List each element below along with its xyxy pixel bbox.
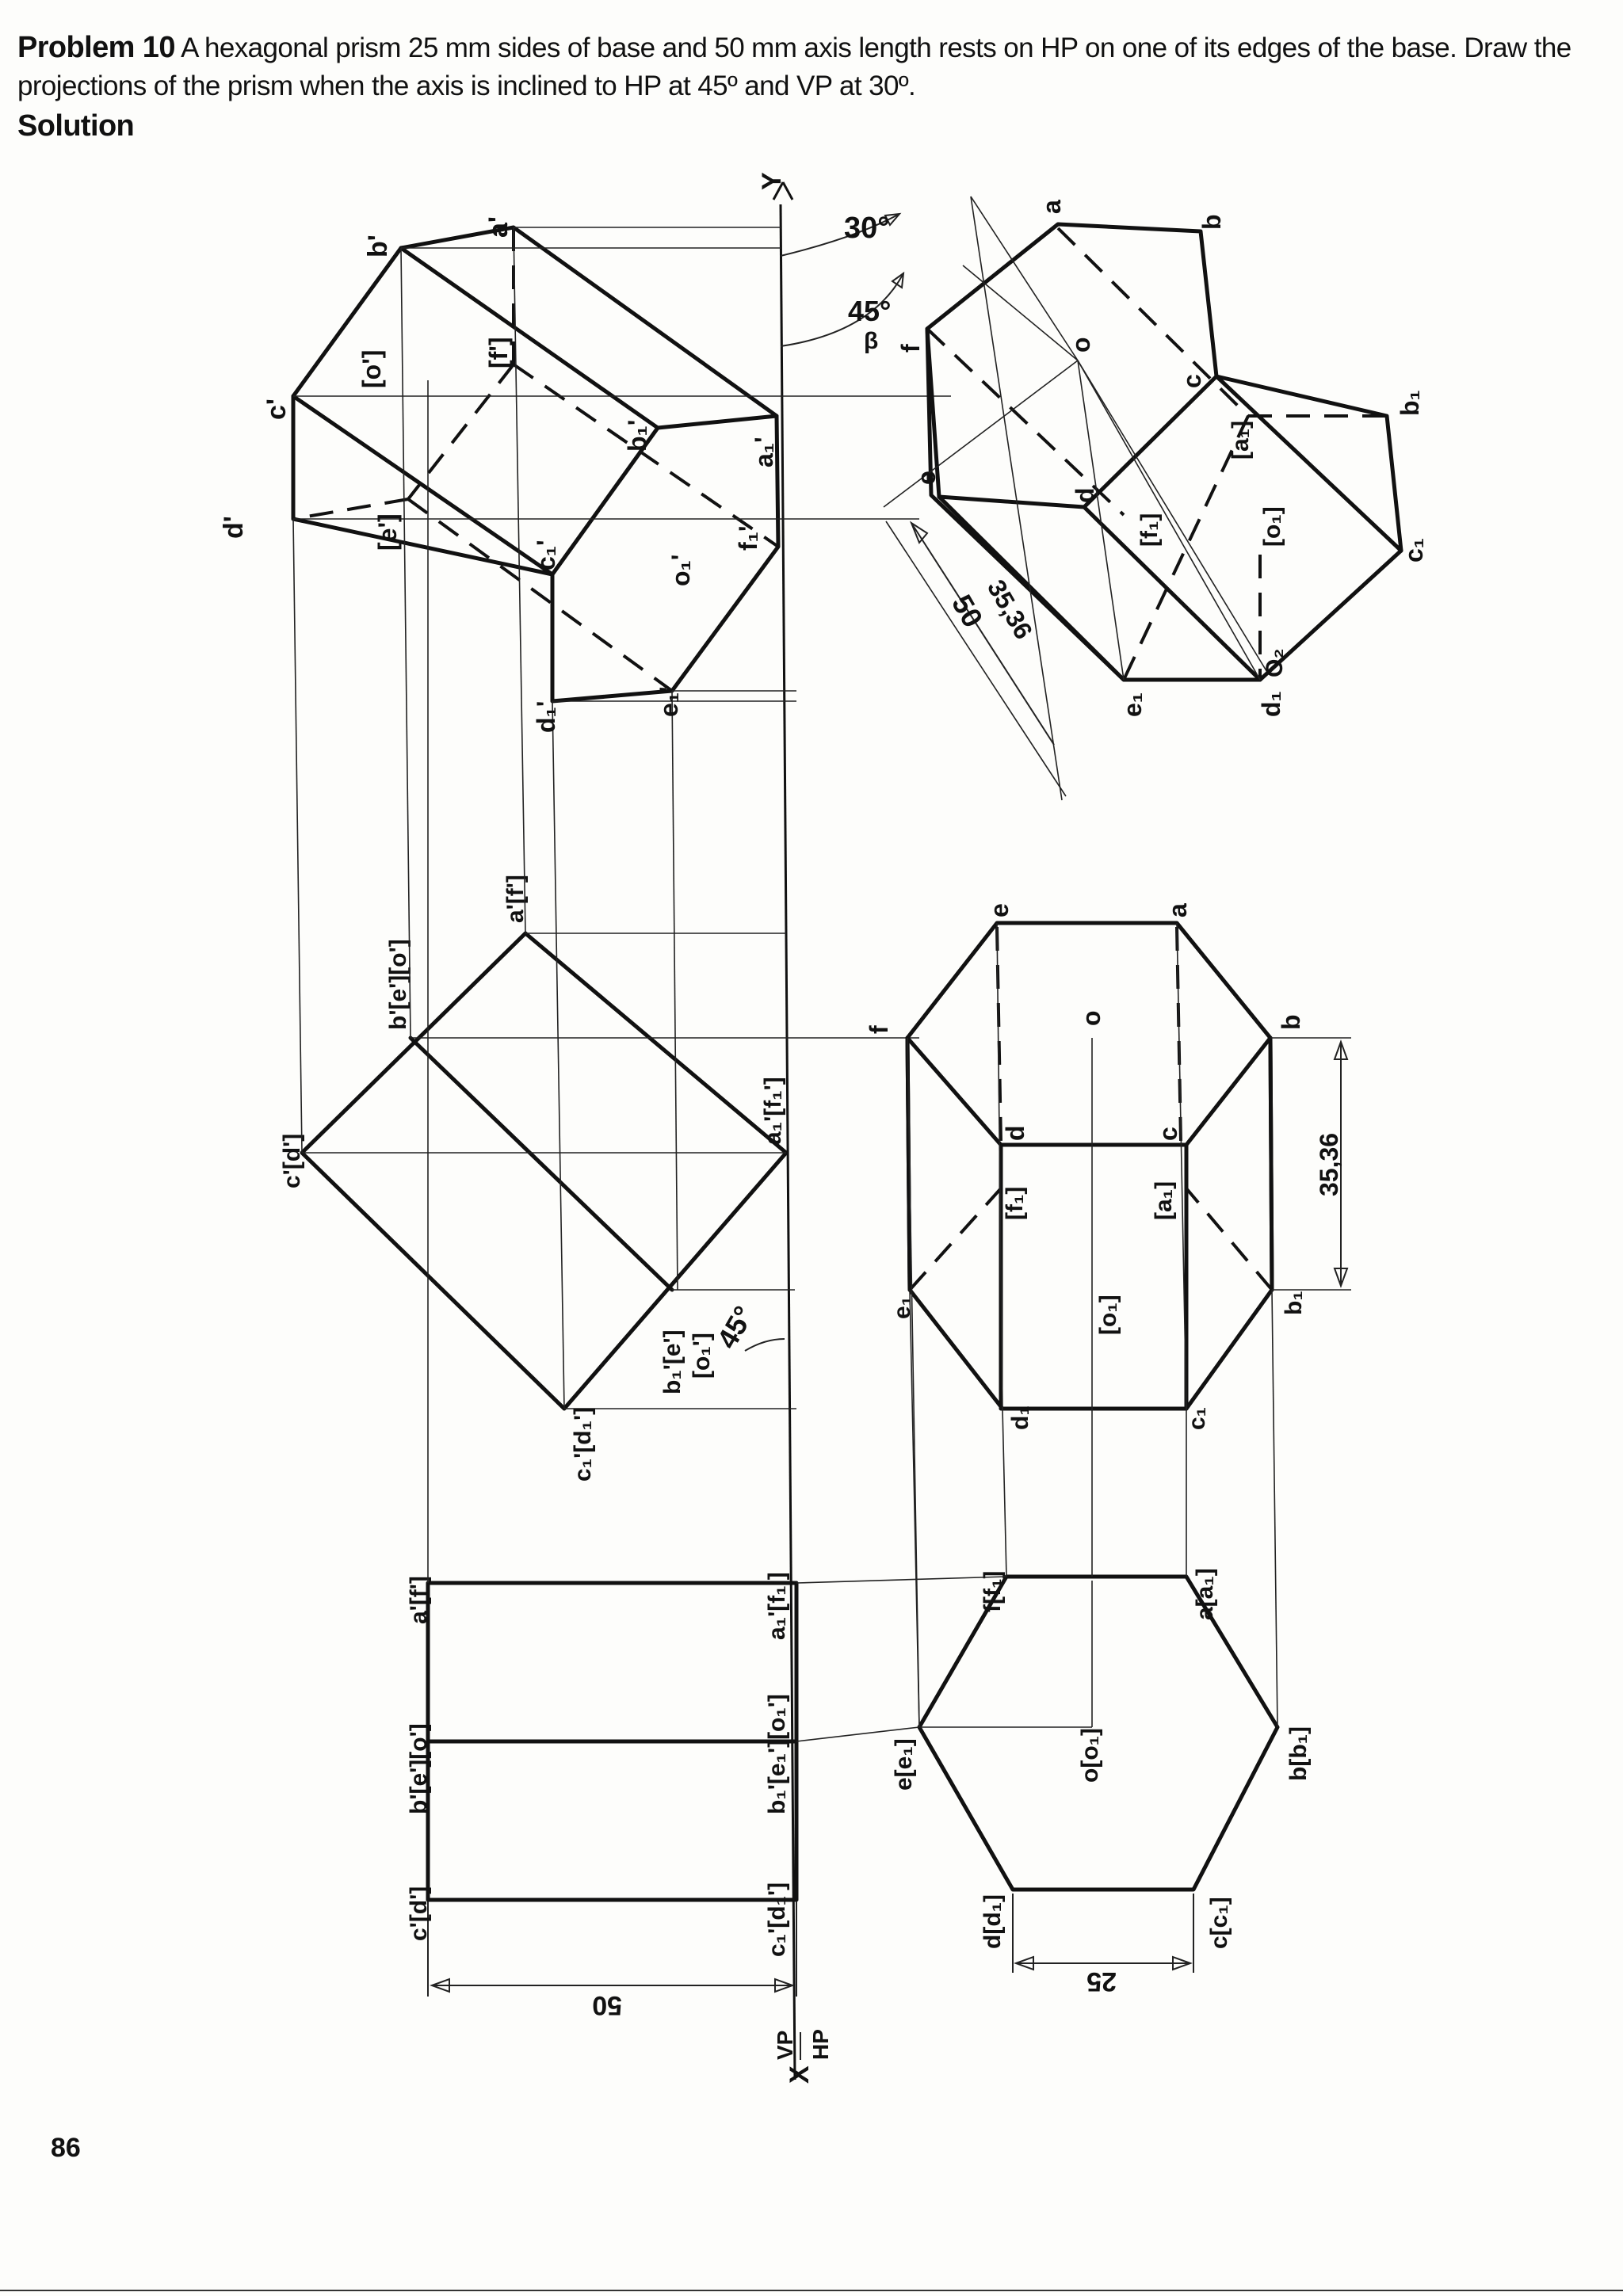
v1-top-d-d1: d[d₁] xyxy=(980,1894,1006,1949)
v3-top-f1: [f₁] xyxy=(1136,513,1163,547)
v3-top-d: d xyxy=(1071,487,1099,503)
v1-label-c1-d1: c₁'[d₁'] xyxy=(764,1882,790,1957)
solution-label: Solution xyxy=(17,109,135,143)
v3-front-o1: o₁' xyxy=(666,555,695,586)
x-label: X xyxy=(785,2065,815,2084)
v2-top-f1: [f₁] xyxy=(1002,1187,1028,1220)
v3-top-o1: [o₁] xyxy=(1259,506,1285,547)
v3-front-f: [f'] xyxy=(484,337,513,368)
v1-top-a-a1: a[a₁] xyxy=(1192,1568,1218,1620)
v2-top-o1: [o₁] xyxy=(1095,1295,1121,1335)
v3-front-c: c' xyxy=(262,399,292,420)
v3-front-c1: c₁' xyxy=(532,540,560,570)
v2-top-o: o xyxy=(1077,1010,1106,1026)
v2-front-c1-d1: c₁'[d₁'] xyxy=(570,1407,596,1482)
view2-top-view: 35,36 e a o f b d c [f₁] [a₁] e₁ [o₁] b₁… xyxy=(865,903,1351,1430)
view1-top-view: f[f₁] a[a₁] e[e₁] o[o₁] b[b₁] d[d₁] c[c₁… xyxy=(891,1568,1312,1997)
v2-top-c: c xyxy=(1154,1127,1182,1141)
hp-label: HP xyxy=(808,2029,833,2060)
v3-top-e1: e₁ xyxy=(1118,692,1147,717)
v2-top-b1: b₁ xyxy=(1281,1291,1307,1315)
v3-top-c: c xyxy=(1178,374,1206,388)
v3-front-d: d' xyxy=(219,516,249,539)
v2-top-e1: e₁ xyxy=(889,1296,915,1319)
problem-statement: Problem 10 A hexagonal prism 25 mm sides… xyxy=(17,29,1594,145)
v3-top-b1: b₁ xyxy=(1396,390,1424,416)
v1-label-c-d: c'[d'] xyxy=(406,1886,432,1941)
v2-front-c-d: c'[d'] xyxy=(279,1134,305,1188)
v1-top-o-o1: o[o₁] xyxy=(1077,1728,1103,1783)
footer-rule xyxy=(0,2290,1623,2291)
v3-top-d1: d₁ xyxy=(1257,691,1285,717)
v3-front-o: [o'] xyxy=(357,350,386,388)
v3-top-b: b xyxy=(1197,214,1226,230)
view2-front-view: a'[f'] b'[e'][o'] c'[d'] a₁'[f₁'] b₁'[e'… xyxy=(279,875,919,1482)
v1-label-b1-e1-o1: b₁'[e₁'][o₁'] xyxy=(764,1694,790,1814)
projector-lines xyxy=(796,922,1278,1742)
v1-label-a1-f1: a₁'[f₁'] xyxy=(764,1572,790,1640)
v3-hp-angle: 45° xyxy=(848,295,891,327)
v3-front-e1: e₁' xyxy=(655,686,683,717)
problem-label: Problem 10 xyxy=(17,31,175,64)
view1-front-view: 50 a'[f'] b'[e'][o'] c'[d'] a₁'[f₁'] b₁'… xyxy=(406,1572,799,2020)
vp-label: VP xyxy=(773,2031,797,2060)
v2-top-f: f xyxy=(865,1025,893,1034)
v3-top-o: o xyxy=(1067,337,1095,353)
v2-top-c1: c₁ xyxy=(1184,1407,1210,1430)
v3-dim-50: 50 xyxy=(945,589,990,633)
v3-front-a: a' xyxy=(483,216,514,238)
problem-text: A hexagonal prism 25 mm sides of base an… xyxy=(17,32,1571,101)
v2-top-d1: d₁ xyxy=(1007,1405,1033,1430)
y-label: Y xyxy=(757,172,787,190)
v3-top-a1: [a₁] xyxy=(1228,421,1254,460)
view3-top-view: 50 35,36 30° 45° β a b f o c [a₁] b₁ e d… xyxy=(780,196,1428,801)
v3-top-o2: O₂ xyxy=(1262,648,1288,677)
v1-label-b-e-o: b'[e'][o'] xyxy=(406,1723,432,1814)
v2-top-b: b xyxy=(1277,1014,1305,1030)
v3-front-d1: d₁' xyxy=(532,701,560,733)
v3-front-e: [e'] xyxy=(373,513,402,551)
v3-top-a: a xyxy=(1037,200,1066,214)
v3-top-f: f xyxy=(896,344,925,353)
v2-top-e: e xyxy=(985,903,1014,917)
v1-top-e-e1: e[e₁] xyxy=(891,1738,917,1791)
v3-top-e: e xyxy=(912,471,941,485)
v2-front-a1-f1: a₁'[f₁'] xyxy=(760,1077,786,1145)
projected-length-dimension: 35,36 xyxy=(1315,1133,1343,1196)
axis-length-dimension: 50 xyxy=(592,1990,622,2020)
v2-front-b-e-o: b'[e'][o'] xyxy=(385,939,411,1030)
v3-top-c1: c₁ xyxy=(1400,538,1428,563)
v2-top-a: a xyxy=(1163,903,1192,917)
v3-beta: β xyxy=(864,328,878,354)
view3-front-view: b' a' c' [o'] [f'] d' [e'] b₁' a₁' c₁' o… xyxy=(219,216,951,1583)
page-number: 86 xyxy=(51,2133,81,2163)
v3-vp-angle: 30° xyxy=(844,212,889,245)
v3-front-f1: f₁' xyxy=(734,526,762,551)
v3-front-b1: b₁' xyxy=(623,420,651,452)
v1-top-b-b1: b[b₁] xyxy=(1285,1726,1312,1781)
v1-label-a-f: a'[f'] xyxy=(406,1576,432,1624)
v3-front-a1: a₁' xyxy=(750,437,778,467)
base-side-dimension: 25 xyxy=(1086,1966,1117,1997)
v2-front-b1-e: b₁'[e'] xyxy=(659,1329,685,1394)
v2-top-d: d xyxy=(1001,1125,1029,1141)
v3-front-b: b' xyxy=(363,235,393,257)
v2-front-o1: [o₁'] xyxy=(689,1333,715,1379)
v1-top-c-c1: c[c₁] xyxy=(1206,1897,1232,1949)
v2-top-a1: [a₁] xyxy=(1151,1181,1177,1220)
xy-reference-line: Y X VP HP xyxy=(757,172,833,2084)
